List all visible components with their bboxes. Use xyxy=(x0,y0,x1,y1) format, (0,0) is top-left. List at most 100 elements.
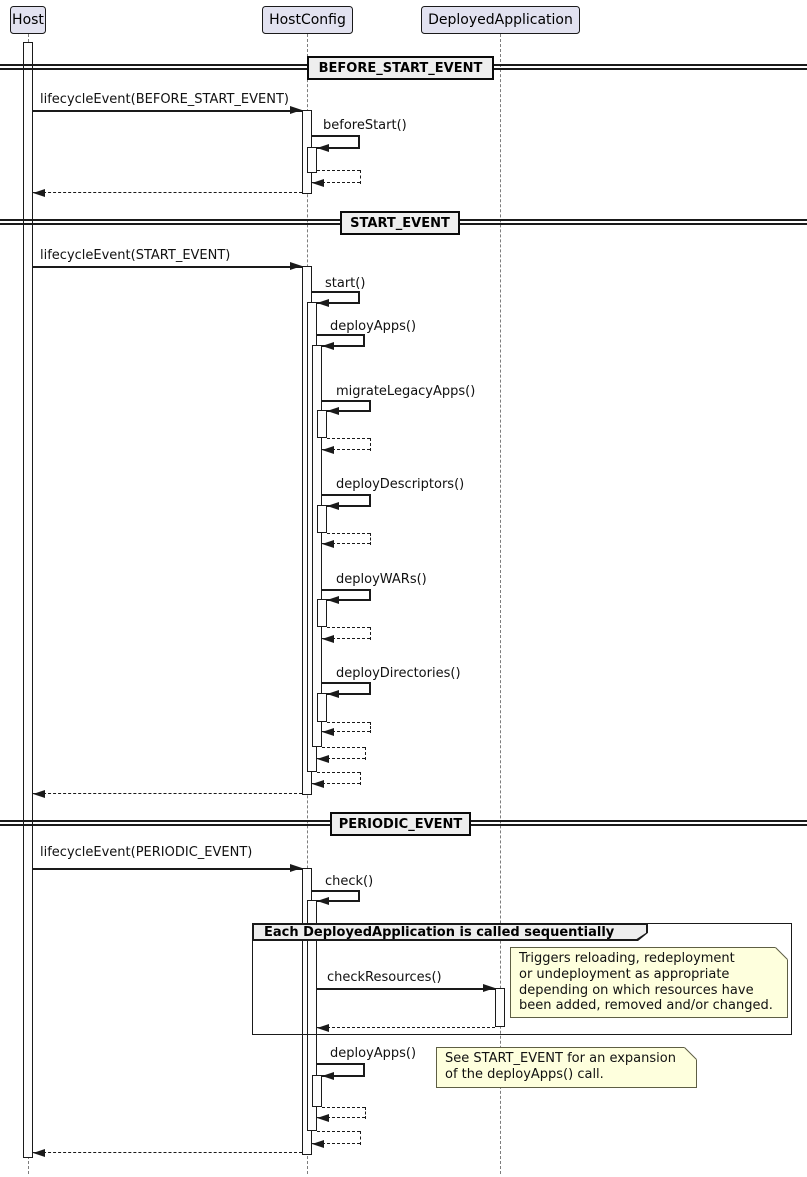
self-return-side-line xyxy=(360,772,361,785)
activation-bar xyxy=(317,505,327,533)
self-call-back-line xyxy=(322,345,363,347)
self-return-side-line xyxy=(360,170,361,184)
self-call-out-line xyxy=(322,589,369,591)
arrowhead-left xyxy=(322,539,334,548)
participant-box: Host xyxy=(10,6,46,34)
return-line xyxy=(317,1027,495,1028)
self-call-out-line xyxy=(317,334,363,336)
arrowhead-left xyxy=(327,501,339,510)
self-call-back-line xyxy=(317,302,358,304)
frame-title: Each DeployedApplication is called seque… xyxy=(264,925,615,940)
arrowhead-left xyxy=(317,754,329,763)
activation-bar xyxy=(317,410,327,438)
self-return-back-line xyxy=(312,182,360,183)
self-return-out-line xyxy=(322,1107,365,1108)
self-return-side-line xyxy=(370,438,371,451)
self-call-side-line xyxy=(369,682,371,695)
divider-label-box: START_EVENT xyxy=(340,211,460,235)
arrowhead-left xyxy=(317,298,329,307)
divider-label-box: PERIODIC_EVENT xyxy=(330,812,471,836)
message-line xyxy=(33,266,302,268)
self-return-side-line xyxy=(360,1131,361,1145)
arrowhead-right xyxy=(290,106,302,114)
self-call-back-line xyxy=(327,599,369,601)
message-label: lifecycleEvent(START_EVENT) xyxy=(40,248,231,263)
self-return-back-line xyxy=(312,1143,360,1144)
message-line xyxy=(33,868,302,870)
message-label: check() xyxy=(325,874,374,889)
arrowhead-left xyxy=(33,1148,45,1157)
self-return-side-line xyxy=(370,533,371,545)
self-return-out-line xyxy=(322,747,365,748)
activation-bar xyxy=(495,988,505,1027)
self-return-back-line xyxy=(317,758,365,759)
message-label: beforeStart() xyxy=(323,118,407,133)
activation-bar xyxy=(307,147,317,173)
self-call-side-line xyxy=(369,494,371,507)
return-line xyxy=(33,192,302,193)
message-label: deployDescriptors() xyxy=(336,477,465,492)
message-label: deployApps() xyxy=(330,319,417,334)
self-call-back-line xyxy=(317,147,358,149)
divider-label-box: BEFORE_START_EVENT xyxy=(307,56,494,80)
self-return-out-line xyxy=(327,533,370,534)
arrowhead-right xyxy=(290,262,302,270)
self-call-back-line xyxy=(327,505,369,507)
self-call-out-line xyxy=(312,291,358,293)
self-return-out-line xyxy=(327,722,370,723)
self-call-side-line xyxy=(369,589,371,601)
self-call-back-line xyxy=(327,410,369,412)
activation-bar xyxy=(317,693,327,722)
arrowhead-left xyxy=(327,689,339,698)
arrowhead-right xyxy=(290,864,302,872)
message-line xyxy=(33,110,302,112)
arrowhead-left xyxy=(322,1071,334,1080)
message-label: migrateLegacyApps() xyxy=(336,384,476,399)
self-call-side-line xyxy=(363,334,365,347)
arrowhead-left xyxy=(317,1113,329,1122)
self-call-out-line xyxy=(317,1063,363,1065)
self-call-side-line xyxy=(358,291,360,304)
self-return-back-line xyxy=(312,783,360,784)
activation-bar xyxy=(317,599,327,627)
arrowhead-left xyxy=(317,143,329,152)
self-call-back-line xyxy=(327,693,369,695)
arrowhead-left xyxy=(312,779,324,788)
self-return-out-line xyxy=(327,438,370,439)
self-call-out-line xyxy=(312,135,358,137)
self-call-side-line xyxy=(363,1063,365,1077)
self-call-back-line xyxy=(317,900,358,902)
arrowhead-left xyxy=(317,1023,329,1032)
return-line xyxy=(33,793,302,794)
self-call-side-line xyxy=(369,400,371,412)
self-return-back-line xyxy=(317,1117,365,1118)
self-return-out-line xyxy=(327,627,370,628)
activation-bar xyxy=(312,1075,322,1107)
arrowhead-left xyxy=(312,178,324,187)
arrowhead-left xyxy=(33,188,45,197)
self-return-side-line xyxy=(370,722,371,733)
arrowhead-left xyxy=(312,1139,324,1148)
self-call-side-line xyxy=(358,135,360,149)
message-label: lifecycleEvent(PERIODIC_EVENT) xyxy=(40,845,253,860)
arrowhead-left xyxy=(327,595,339,604)
lifeline xyxy=(500,34,501,1174)
arrowhead-left xyxy=(327,406,339,415)
message-label: deployApps() xyxy=(330,1046,417,1061)
activation-bar xyxy=(23,42,33,1158)
self-call-back-line xyxy=(322,1075,363,1077)
self-return-back-line xyxy=(322,731,370,732)
self-return-side-line xyxy=(365,747,366,760)
message-label: lifecycleEvent(BEFORE_START_EVENT) xyxy=(40,92,289,107)
activation-bar xyxy=(307,900,317,1131)
message-line xyxy=(317,988,495,990)
self-return-out-line xyxy=(317,772,360,773)
arrowhead-left xyxy=(322,341,334,350)
self-return-back-line xyxy=(322,638,370,639)
self-return-side-line xyxy=(365,1107,366,1119)
self-return-back-line xyxy=(322,449,370,450)
activation-bar xyxy=(312,345,322,747)
self-call-out-line xyxy=(322,494,369,496)
participant-box: HostConfig xyxy=(262,6,353,34)
frame-header-fill xyxy=(254,925,646,939)
